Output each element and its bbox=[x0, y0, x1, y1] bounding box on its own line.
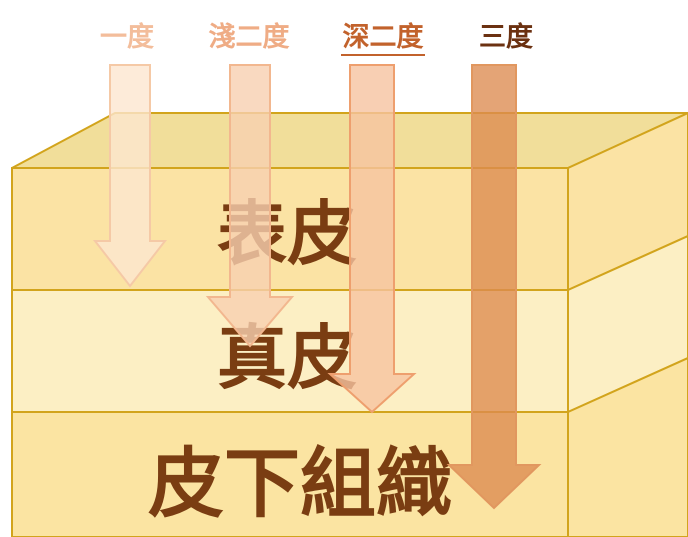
degree-labels: 一度 淺二度 深二度 三度 bbox=[100, 21, 533, 56]
degree-label-deep-second: 深二度 bbox=[343, 21, 424, 53]
layer-label-subcutaneous: 皮下組織 bbox=[148, 439, 452, 528]
degree-label-third: 三度 bbox=[479, 21, 533, 53]
depth-arrow bbox=[327, 64, 417, 414]
depth-arrow bbox=[446, 64, 542, 510]
layer-side-face bbox=[567, 234, 688, 414]
layer-side-face bbox=[567, 356, 688, 537]
depth-arrows bbox=[92, 64, 542, 510]
depth-arrow bbox=[92, 64, 168, 288]
layer-side-face bbox=[567, 111, 688, 292]
depth-arrow bbox=[205, 64, 295, 348]
degree-label-superficial-second: 淺二度 bbox=[209, 21, 290, 53]
degree-label-first: 一度 bbox=[100, 21, 154, 53]
